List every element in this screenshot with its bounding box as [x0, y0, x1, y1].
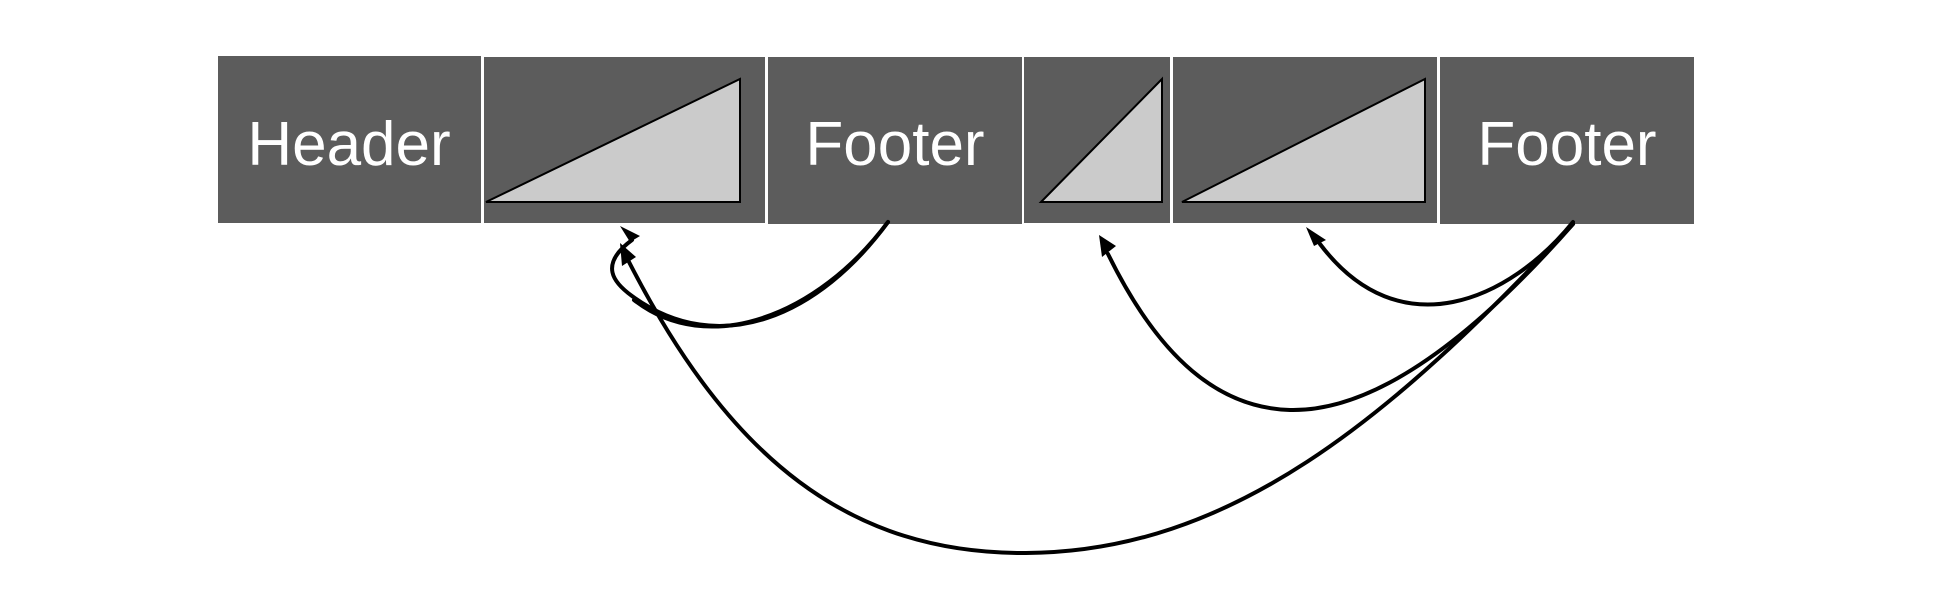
- arrow-footer-2-to-segment-3: [1306, 220, 1575, 307]
- segment-3-wedge: [1181, 77, 1426, 203]
- segment-1-block: [484, 57, 765, 223]
- footer-1-block: Footer: [768, 57, 1022, 224]
- segment-2-wedge: [1038, 76, 1163, 203]
- footer-2-label: Footer: [1477, 110, 1656, 179]
- arrow-footer-2-to-segment-2: [1099, 222, 1575, 413]
- footer-1-label: Footer: [805, 110, 984, 179]
- header-label: Header: [247, 110, 450, 179]
- arrow-footer-2-to-segment-1: [620, 222, 1575, 556]
- segment-2-block: [1024, 57, 1170, 223]
- header-block: Header: [218, 56, 481, 223]
- segment-1-wedge: [485, 77, 741, 203]
- segment-3-block: [1173, 57, 1437, 223]
- footer-2-block: Footer: [1440, 57, 1694, 224]
- arrow-footer-1-to-segment-1: [610, 220, 890, 329]
